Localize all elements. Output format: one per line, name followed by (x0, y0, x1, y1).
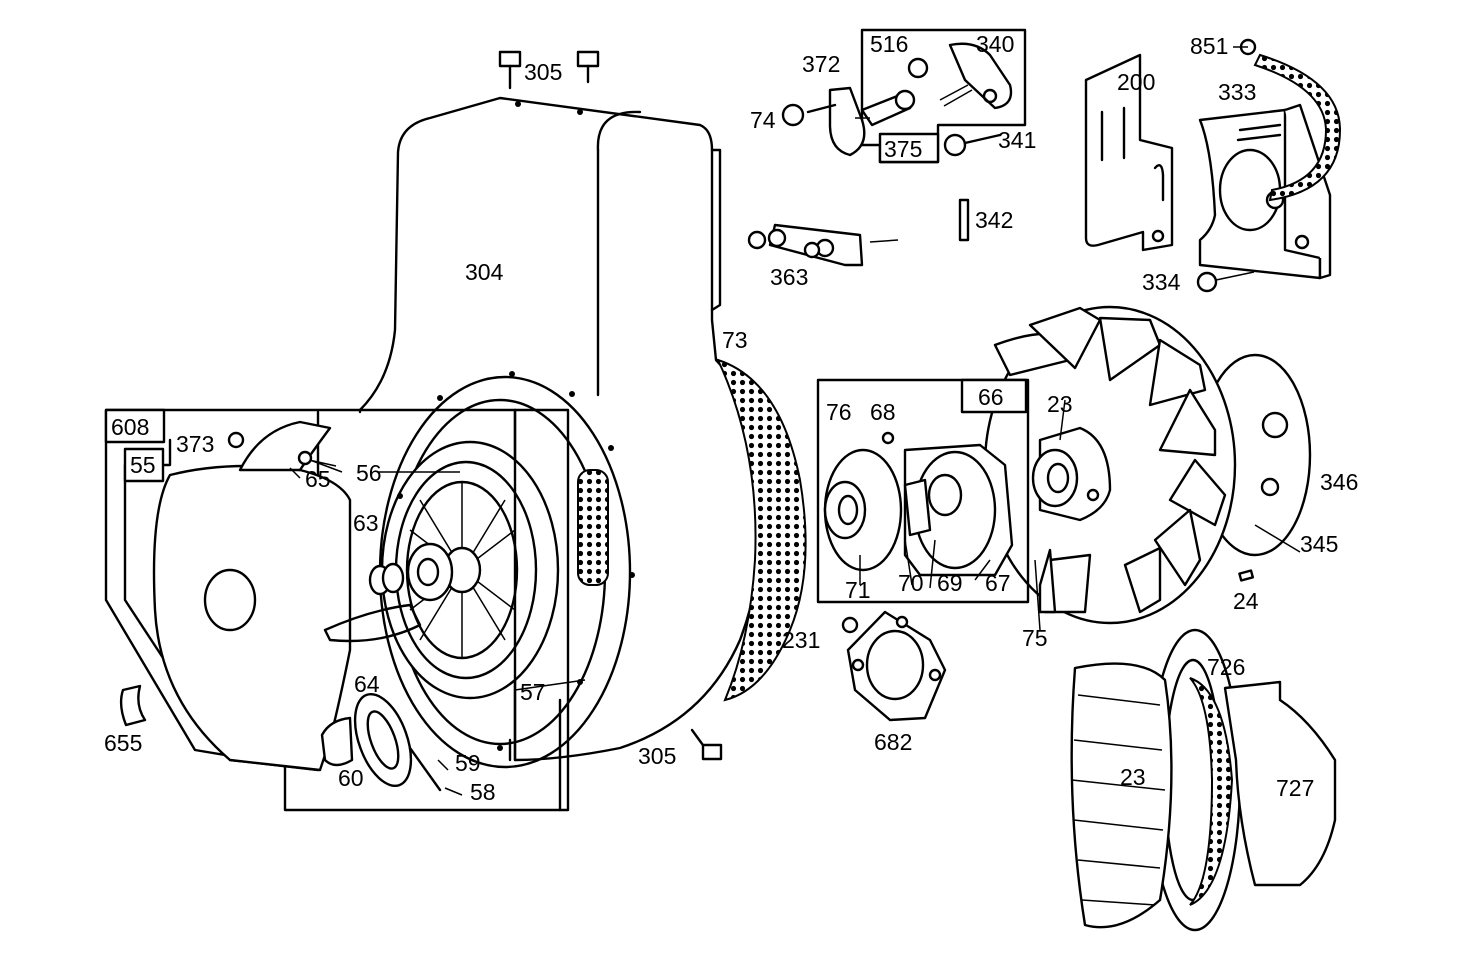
plate-200-part (1084, 53, 1174, 252)
label-373: 373 (176, 431, 214, 457)
label-727: 727 (1276, 775, 1314, 801)
clip-655-part (119, 684, 147, 727)
label-60: 60 (338, 765, 364, 791)
label-56: 56 (356, 460, 382, 486)
terminal-block-363-part (747, 223, 899, 267)
label-231: 231 (782, 627, 820, 653)
pin-342-part (958, 198, 970, 242)
label-73: 73 (722, 327, 748, 353)
label-23-bottom: 23 (1120, 764, 1146, 790)
label-341: 341 (998, 127, 1036, 153)
label-655: 655 (104, 730, 142, 756)
label-76: 76 (826, 399, 852, 425)
label-372: 372 (802, 51, 840, 77)
label-305-bottom: 305 (638, 743, 676, 769)
flywheel-lower-part (1070, 628, 1337, 932)
label-68: 68 (870, 399, 896, 425)
blower-housing-part (358, 96, 807, 769)
screw-305-bottom-part (690, 728, 723, 761)
plate-682-part (846, 610, 947, 722)
label-608: 608 (111, 414, 149, 440)
control-bracket-375-part (781, 28, 1027, 164)
label-200: 200 (1117, 69, 1155, 95)
label-75: 75 (1022, 625, 1048, 651)
label-340: 340 (976, 31, 1014, 57)
label-74: 74 (750, 107, 776, 133)
label-64: 64 (354, 671, 380, 697)
label-516: 516 (870, 31, 908, 57)
screw-231-part (841, 616, 859, 634)
label-851: 851 (1190, 33, 1228, 59)
screw-334-part (1196, 271, 1218, 293)
label-345: 345 (1300, 531, 1338, 557)
label-66: 66 (978, 384, 1004, 410)
label-23-top: 23 (1047, 391, 1073, 417)
part-labels: 304 305 372 516 340 74 375 341 342 363 8… (104, 31, 1358, 805)
label-342: 342 (975, 207, 1013, 233)
label-69: 69 (937, 570, 963, 596)
label-24: 24 (1233, 588, 1259, 614)
ignition-coil-333-part (1198, 38, 1342, 280)
rewind-starter-assembly-part (104, 408, 570, 812)
leader-lines (289, 46, 1301, 796)
label-63: 63 (353, 510, 379, 536)
label-65: 65 (305, 466, 331, 492)
label-334: 334 (1142, 269, 1181, 295)
flywheel-part (983, 305, 1312, 625)
label-304: 304 (465, 259, 504, 285)
label-71: 71 (845, 577, 871, 603)
label-58: 58 (470, 779, 496, 805)
label-726: 726 (1207, 654, 1245, 680)
label-57: 57 (520, 679, 546, 705)
clutch-assembly-66-part (816, 378, 1030, 604)
label-305-top: 305 (524, 59, 562, 85)
label-59: 59 (455, 750, 481, 776)
label-55: 55 (130, 452, 156, 478)
label-682: 682 (874, 729, 912, 755)
screw-305-top-part (498, 50, 600, 90)
label-346: 346 (1320, 469, 1358, 495)
label-363: 363 (770, 264, 808, 290)
label-67: 67 (985, 570, 1011, 596)
label-375: 375 (884, 136, 922, 162)
label-333: 333 (1218, 79, 1256, 105)
